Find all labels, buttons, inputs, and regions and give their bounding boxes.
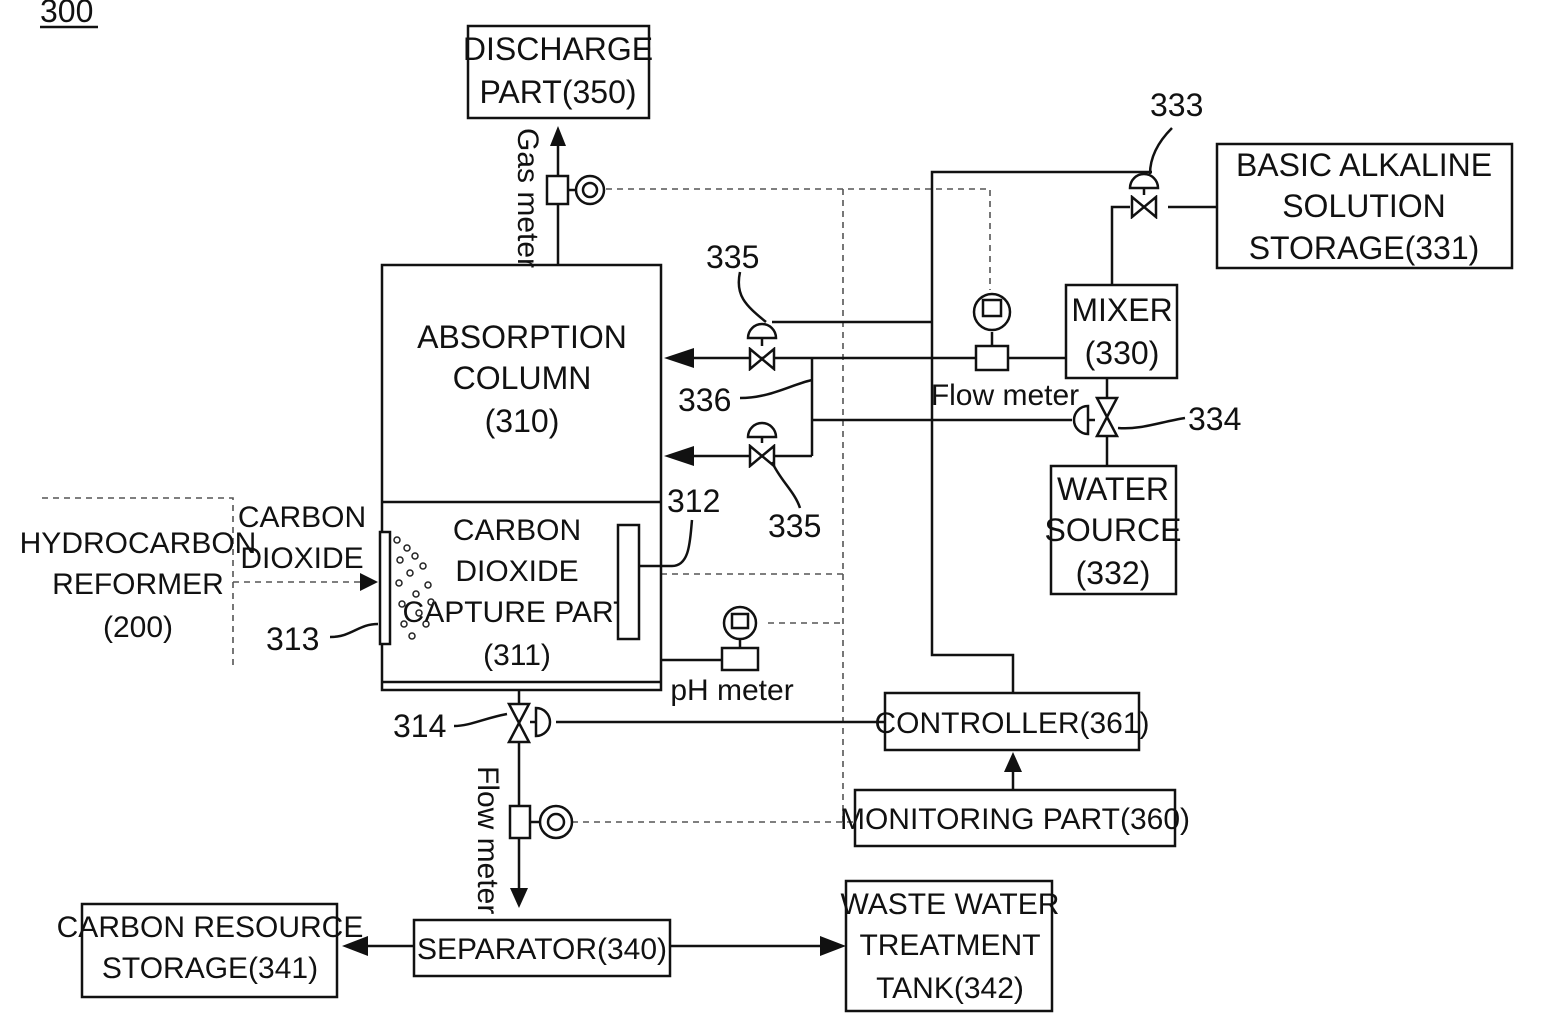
ref-313: 313 [266, 621, 319, 657]
arrow-to-separator [510, 888, 528, 908]
separator-label: SEPARATOR(340) [417, 933, 667, 966]
control-valve-icon [748, 324, 776, 369]
alkaline-storage-label: STORAGE(331) [1249, 230, 1480, 266]
hydrocarbon-reformer-label: (200) [103, 611, 173, 644]
water-source-label: SOURCE [1045, 512, 1182, 548]
leader-336 [740, 380, 812, 398]
alkaline-storage-label: SOLUTION [1282, 188, 1446, 224]
ph-meter-label: pH meter [670, 674, 793, 707]
absorption-column-label: COLUMN [453, 360, 592, 396]
capture-part-label: CAPTURE PART [403, 596, 632, 629]
absorption-column-label: (310) [485, 403, 560, 439]
arrow-co2-feed [360, 573, 378, 591]
control-valve-icon [748, 423, 776, 466]
ref-312: 312 [667, 483, 720, 519]
capture-plate [618, 525, 639, 639]
waste-tank-label: WASTE WATER [841, 888, 1060, 921]
gas-diffuser [380, 532, 390, 644]
arrow-to-waste-tank [820, 936, 846, 956]
absorption-column-label: ABSORPTION [417, 319, 627, 355]
ref-335-top: 335 [706, 239, 759, 275]
arrow-to-discharge [550, 126, 566, 146]
ref-334: 334 [1188, 401, 1241, 437]
monitoring-part-label: MONITORING PART(360) [840, 803, 1190, 836]
gas-meter-label: Gas meter [511, 128, 544, 268]
capture-part-label: (311) [483, 639, 551, 672]
hydrocarbon-reformer-label: HYDROCARBON [20, 527, 257, 560]
mixer-label: MIXER [1071, 292, 1172, 328]
discharge-part-label: DISCHARGE [463, 31, 653, 67]
resource-storage-label: CARBON RESOURCE [57, 911, 364, 944]
leader-335-top [739, 272, 766, 322]
water-source-label: WATER [1057, 471, 1169, 507]
ref-336: 336 [678, 382, 731, 418]
control-valve-icon [1074, 398, 1117, 436]
arrow-lower-inlet [664, 446, 694, 466]
leader-333 [1150, 128, 1172, 174]
hydrocarbon-reformer-label: REFORMER [52, 568, 224, 601]
ph-meter-icon [722, 607, 758, 670]
leader-313 [330, 624, 378, 637]
waste-tank-label: TREATMENT [859, 929, 1040, 962]
resource-storage-label: STORAGE(341) [102, 952, 318, 985]
water-source-label: (332) [1076, 555, 1151, 591]
arrow-upper-inlet [664, 348, 694, 368]
alkaline-storage-label: BASIC ALKALINE [1236, 147, 1492, 183]
flow-meter-bottom-label: Flow meter [471, 766, 504, 914]
capture-part-label: DIOXIDE [455, 555, 578, 588]
mixer-label: (330) [1085, 335, 1160, 371]
carbon-dioxide-label: CARBON [238, 501, 366, 534]
flow-meter-icon [510, 806, 572, 838]
leader-334 [1118, 418, 1185, 428]
ref-314: 314 [393, 708, 446, 744]
flow-meter-top-label: Flow meter [931, 379, 1079, 412]
leader-335-bottom [772, 462, 800, 508]
ref-333: 333 [1150, 87, 1203, 123]
discharge-part-label: PART(350) [479, 74, 636, 110]
ref-335-bottom: 335 [768, 508, 821, 544]
controller-label: CONTROLLER(361) [874, 707, 1149, 740]
control-valve-icon [1130, 174, 1158, 217]
gas-meter-icon [547, 176, 604, 204]
capture-part-label: CARBON [453, 514, 581, 547]
flow-meter-icon [974, 294, 1010, 370]
carbon-dioxide-label: DIOXIDE [240, 542, 363, 575]
waste-tank-label: TANK(342) [876, 972, 1024, 1005]
arrow-to-controller [1004, 752, 1022, 772]
control-valve-icon [509, 704, 550, 742]
leader-314 [454, 714, 507, 726]
figure-number: 300 [40, 0, 93, 29]
